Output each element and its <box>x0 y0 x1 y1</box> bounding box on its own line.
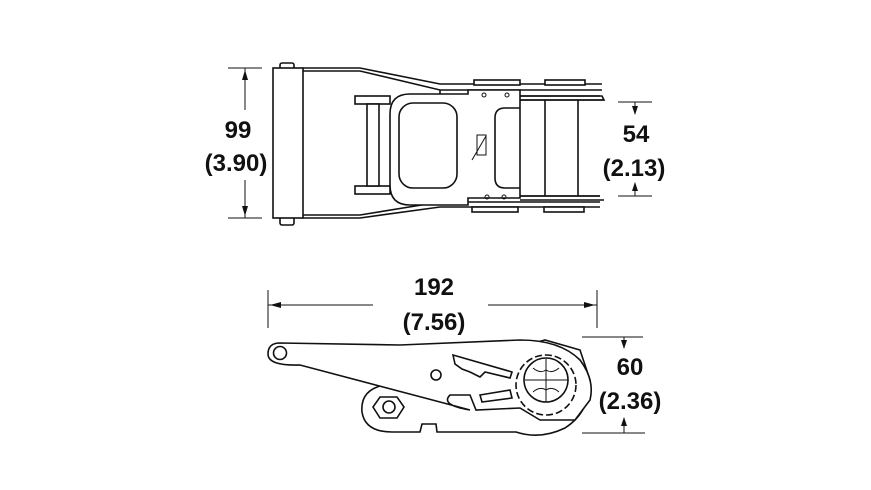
dim-99-mm: 99 <box>225 117 252 144</box>
bottom-tab-2 <box>543 206 585 213</box>
dim-99-inch: (3.90) <box>205 150 268 177</box>
hex-nut <box>372 396 405 419</box>
dim-60-inch: (2.36) <box>599 388 662 415</box>
dimension-192: 192 (7.56) <box>267 274 598 336</box>
rivet-hole <box>504 92 510 98</box>
frame-slot-mark <box>471 135 487 161</box>
top-tab-1 <box>473 79 521 86</box>
dim-54-inch: (2.13) <box>603 155 666 182</box>
left-pin-shaft <box>366 103 380 187</box>
top-tab-2 <box>544 79 586 86</box>
dim-192-inch: (7.56) <box>403 309 466 336</box>
release-slot <box>478 389 513 403</box>
rivet-hole <box>481 92 487 98</box>
bottom-tab-1 <box>471 206 519 213</box>
dimension-54: 54 (2.13) <box>603 101 666 197</box>
left-pin-bottom <box>354 185 391 195</box>
mandrel-bar <box>272 67 304 219</box>
dim-60-mm: 60 <box>617 354 644 381</box>
left-pin-top <box>354 95 391 105</box>
dimension-99: 99 (3.90) <box>205 67 268 219</box>
dim-54-mm: 54 <box>623 121 650 148</box>
spool-plates <box>520 95 604 201</box>
nut-hole <box>382 400 396 414</box>
handle-lever <box>267 339 593 421</box>
pawl-slot <box>451 353 514 379</box>
frame-window-right <box>494 107 520 189</box>
lever-hole <box>430 369 442 381</box>
top-view: 99 (3.90) 54 (2.13) <box>205 62 666 226</box>
handle-hole <box>272 345 288 361</box>
dimension-60: 60 (2.36) <box>582 336 662 434</box>
dim-192-mm: 192 <box>414 274 454 301</box>
rivet-hole <box>501 194 507 200</box>
side-view: 192 (7.56) 60 (2.36) <box>267 274 662 436</box>
spool-slot <box>525 359 568 402</box>
frame-window-left <box>398 102 458 189</box>
frame-slot <box>476 134 487 156</box>
rivet-hole <box>484 194 490 200</box>
